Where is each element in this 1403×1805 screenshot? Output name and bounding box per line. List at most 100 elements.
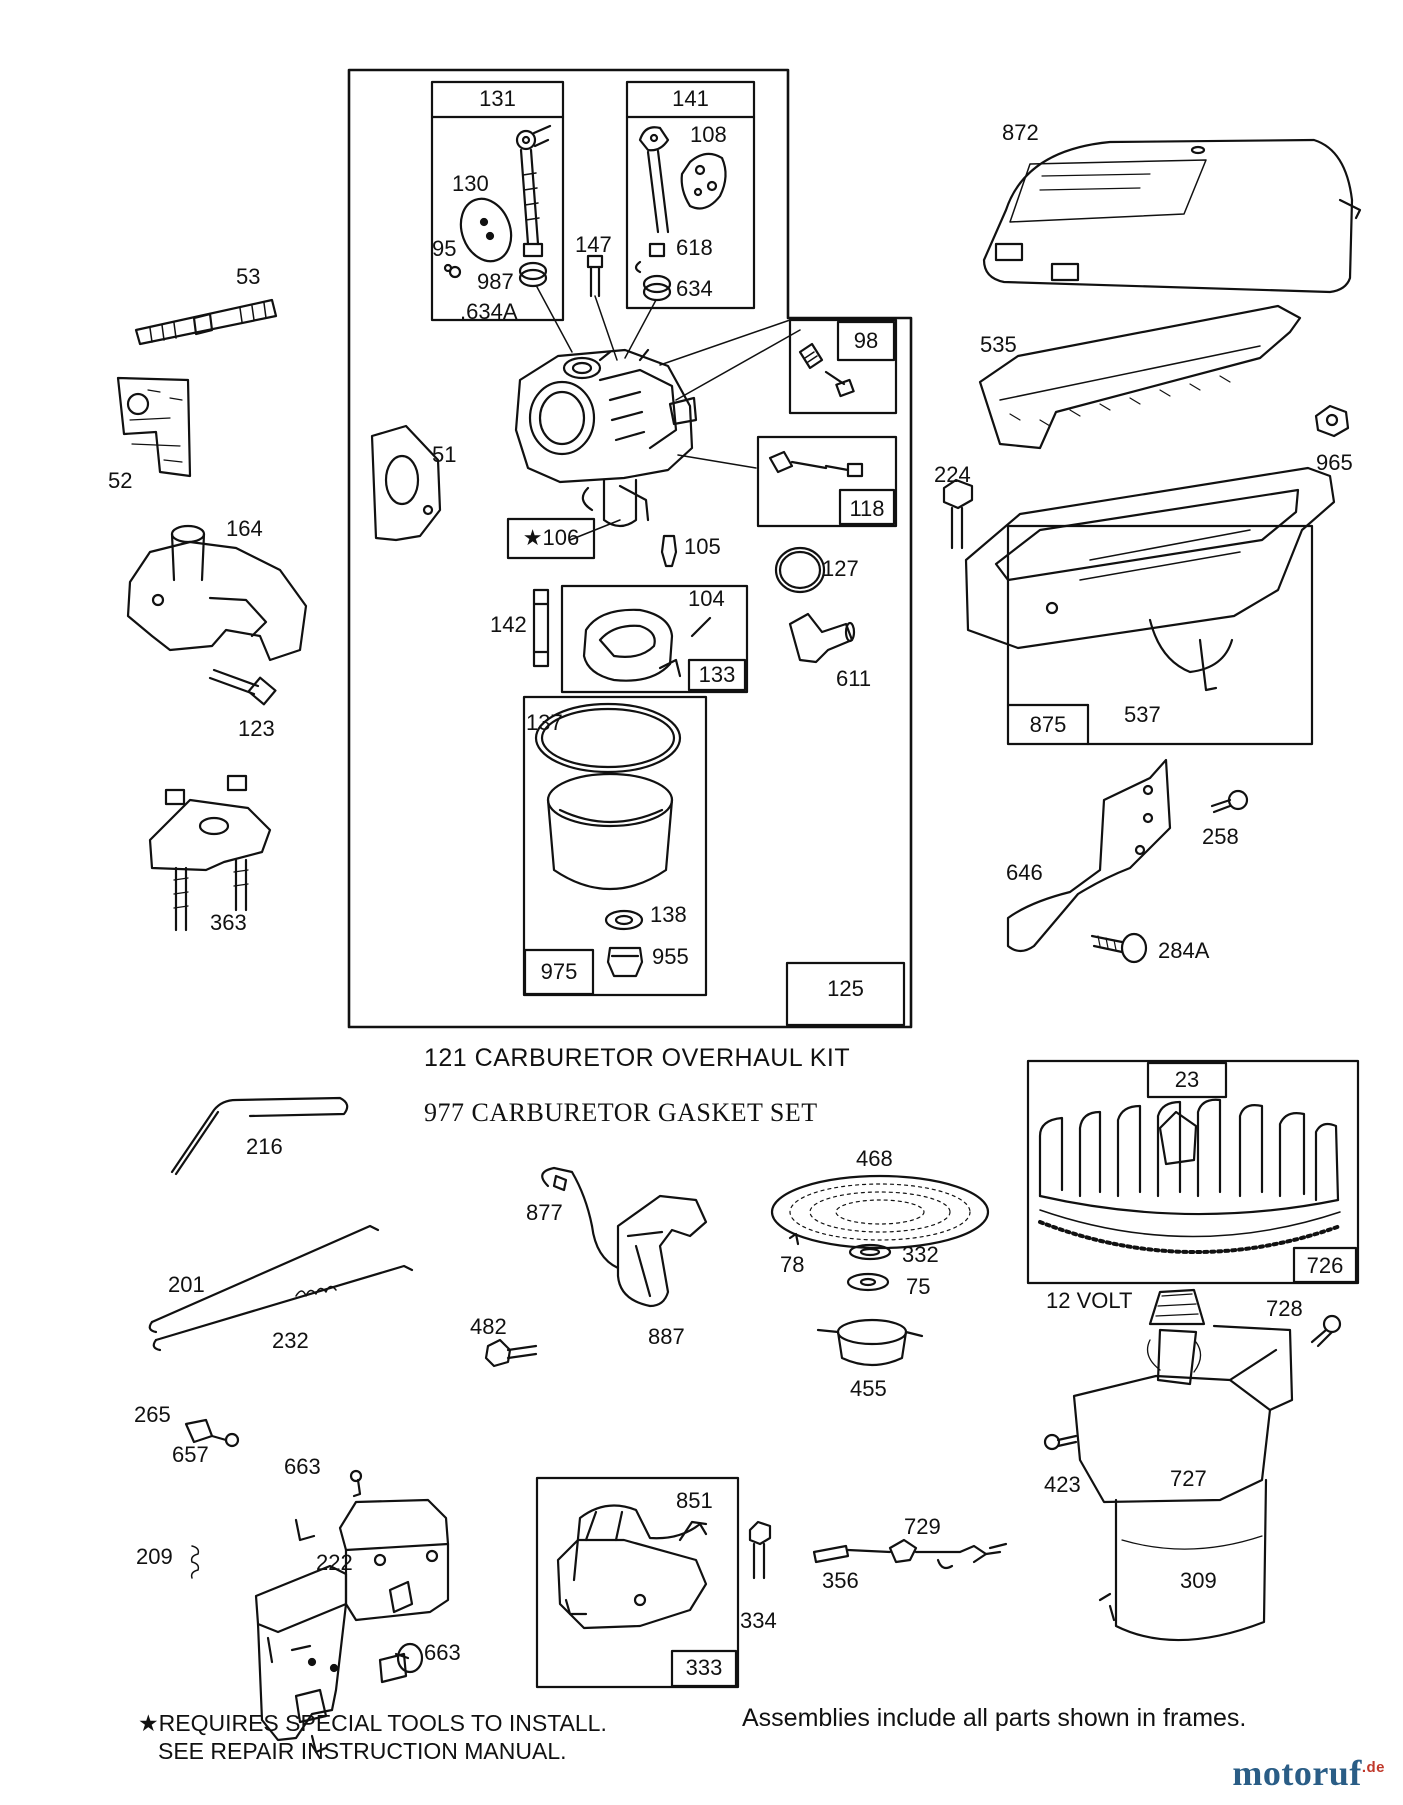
label-141: 141	[672, 86, 709, 111]
label-258: 258	[1202, 824, 1239, 849]
screw-728	[1310, 1314, 1342, 1348]
label-142: 142	[490, 612, 527, 637]
label-twelve-volt: 12 VOLT	[1046, 1288, 1133, 1313]
intake-164	[126, 524, 308, 662]
frame-141	[625, 80, 756, 310]
screw-663-top	[349, 1469, 363, 1498]
frame-23	[1026, 1059, 1360, 1285]
jet-105	[660, 534, 678, 568]
starter-727	[1072, 1288, 1294, 1642]
frame-131	[430, 80, 565, 322]
label-209: 209	[136, 1544, 173, 1569]
label-131: 131	[479, 86, 516, 111]
label-123: 123	[238, 716, 275, 741]
label-23: 23	[1174, 1067, 1200, 1092]
label-537: 537	[1124, 702, 1161, 727]
label-52: 52	[108, 468, 133, 493]
label-265: 265	[134, 1402, 171, 1427]
label-147: 147	[575, 232, 612, 257]
ring-127	[774, 546, 826, 594]
label-663-top: 663	[284, 1454, 321, 1479]
motoruf-watermark: motoruf.de	[1232, 1752, 1385, 1794]
special-tools-footnote-line2: SEE REPAIR INSTRUCTION MANUAL.	[158, 1738, 567, 1764]
elbow-611	[788, 612, 856, 664]
label-875: 875	[1029, 712, 1067, 737]
screw-663-bottom	[394, 1642, 424, 1674]
label-127: 127	[822, 556, 859, 581]
screw-423	[1043, 1433, 1078, 1451]
screw-123	[208, 668, 277, 706]
label-726: 726	[1306, 1253, 1344, 1278]
label-877: 877	[526, 1200, 563, 1225]
label-164: 164	[226, 516, 263, 541]
clip-265	[184, 1418, 214, 1444]
label-133: 133	[698, 662, 736, 687]
frame-975	[522, 695, 708, 997]
screen-468	[770, 1174, 990, 1250]
label-333: 333	[685, 1655, 723, 1680]
washer-75	[846, 1272, 890, 1292]
rods-201-232	[148, 1224, 414, 1352]
label-356: 356	[822, 1568, 859, 1593]
label-618: 618	[676, 235, 713, 260]
label-727: 727	[1170, 1466, 1207, 1491]
label-75: 75	[906, 1274, 931, 1299]
frame-125	[785, 961, 906, 1027]
cup-455	[816, 1318, 924, 1367]
screw-224	[942, 478, 974, 550]
label-987: 987	[477, 269, 514, 294]
label-634a: .634A	[460, 299, 518, 324]
watermark-brand: motoruf	[1232, 1753, 1362, 1793]
screw-284a	[1090, 932, 1148, 964]
label-106: ★106	[522, 525, 580, 550]
label-468: 468	[856, 1146, 893, 1171]
bracket-222	[254, 1498, 450, 1754]
label-98: 98	[853, 328, 879, 353]
label-423: 423	[1044, 1472, 1081, 1497]
label-334: 334	[740, 1608, 777, 1633]
carburetor-gasket-set-caption: 977 CARBURETOR GASKET SET	[424, 1098, 818, 1127]
link-216	[170, 1096, 349, 1176]
leader-lines	[536, 286, 801, 541]
label-535: 535	[980, 332, 1017, 357]
clip-78	[788, 1232, 800, 1246]
screw-334	[748, 1520, 772, 1580]
label-137: 137	[526, 710, 563, 735]
label-634: 634	[676, 276, 713, 301]
frame-106	[506, 517, 596, 560]
bracket-363	[148, 774, 272, 932]
label-232: 232	[272, 1328, 309, 1353]
label-729: 729	[904, 1514, 941, 1539]
label-646: 646	[1006, 860, 1043, 885]
label-482: 482	[470, 1314, 507, 1339]
label-224: 224	[934, 462, 971, 487]
assemblies-note: Assemblies include all parts shown in fr…	[742, 1704, 1247, 1732]
bracket-646	[1006, 758, 1172, 953]
washer-332	[848, 1243, 892, 1261]
cover-872	[982, 138, 1362, 294]
label-455: 455	[850, 1376, 887, 1401]
label-728: 728	[1266, 1296, 1303, 1321]
label-95: 95	[432, 236, 457, 261]
label-611: 611	[836, 666, 872, 691]
frame-333	[535, 1476, 740, 1689]
label-965: 965	[1316, 450, 1353, 475]
label-363: 363	[210, 910, 247, 935]
special-tools-footnote-line1: ★REQUIRES SPECIAL TOOLS TO INSTALL.	[138, 1710, 607, 1736]
label-105: 105	[684, 534, 721, 559]
label-955: 955	[652, 944, 689, 969]
screw-258	[1210, 789, 1249, 814]
screw-147	[586, 254, 604, 298]
label-975: 975	[540, 959, 578, 984]
carburetor-body	[514, 348, 698, 528]
spring-209	[190, 1545, 200, 1579]
screw-482	[484, 1338, 538, 1368]
label-125: 125	[827, 976, 864, 1001]
label-104: 104	[688, 586, 725, 611]
label-657: 657	[172, 1442, 209, 1467]
label-887: 887	[648, 1324, 685, 1349]
label-118: 118	[849, 496, 885, 521]
label-284a: 284A	[1158, 938, 1210, 963]
